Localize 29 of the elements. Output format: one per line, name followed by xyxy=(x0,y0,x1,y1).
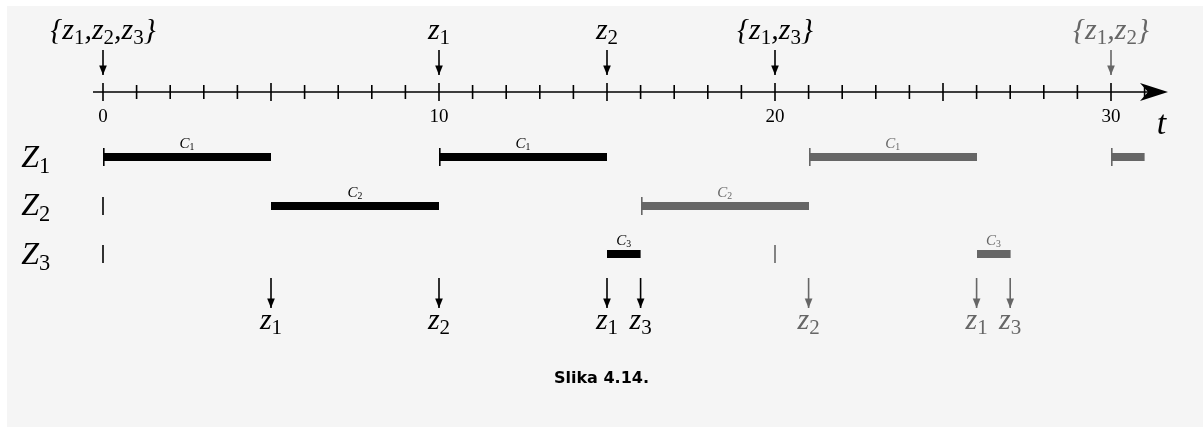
arrival-label: {z$_{1}$,z$_{2}$} xyxy=(1073,14,1149,49)
time-bar: C$_{3}$ xyxy=(976,233,1011,263)
arrival-label: {z$_{1}$,z$_{2}$,z$_{3}$} xyxy=(50,14,156,49)
departure-label: z$_{2}$ xyxy=(797,304,820,339)
tick-label: 30 xyxy=(1101,106,1121,125)
time-bar: C$_{1}$ xyxy=(103,136,271,166)
departure-label: z$_{1}$ xyxy=(595,304,619,339)
departure-label: z$_{3}$ xyxy=(629,304,652,339)
axis-label: t xyxy=(1156,106,1167,140)
time-bar: C$_{1}$ xyxy=(808,136,977,166)
departure-label: z$_{1}$ xyxy=(259,304,283,339)
departure-label: z$_{3}$ xyxy=(999,304,1022,339)
row-label: Z$_{2}$ xyxy=(21,188,51,225)
row-label: Z$_{3}$ xyxy=(21,237,51,274)
tick-label: 10 xyxy=(429,106,449,125)
departure-label: z$_{1}$ xyxy=(965,304,988,339)
figure-caption: Slika 4.14. xyxy=(553,368,650,387)
row-label: Z$_{1}$ xyxy=(21,140,51,177)
time-bar: C$_{1}$ xyxy=(439,136,607,166)
time-bar: C$_{2}$ xyxy=(640,185,809,215)
time-bar xyxy=(1111,148,1145,166)
time-bar: C$_{3}$ xyxy=(607,233,641,263)
tick-label: 20 xyxy=(765,106,785,125)
time-bar: C$_{2}$ xyxy=(271,185,439,215)
departure-label: z$_{2}$ xyxy=(427,304,451,339)
arrival-label: z$_{1}$ xyxy=(427,14,451,49)
tick-label: 0 xyxy=(98,106,108,125)
arrival-label: {z$_{1}$,z$_{3}$} xyxy=(737,14,813,49)
arrival-label: z$_{2}$ xyxy=(595,14,619,49)
